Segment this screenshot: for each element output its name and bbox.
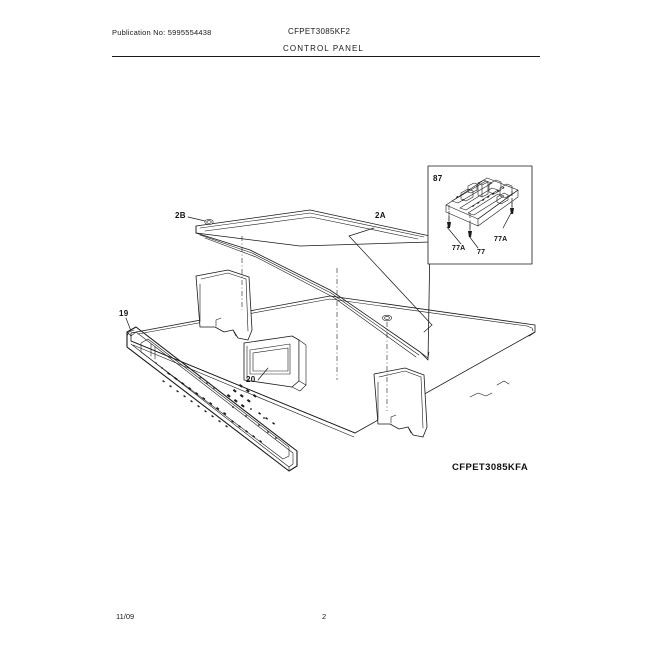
publication-number: Publication No: 5995554438 xyxy=(112,28,211,37)
publication-label: Publication No: xyxy=(112,28,166,37)
footer-page-number: 2 xyxy=(322,612,327,621)
drawing-model-tag: CFPET3085KFA xyxy=(452,462,529,473)
leader-lines xyxy=(125,216,433,411)
callout-2a: 2A xyxy=(375,211,386,220)
left-side-bracket xyxy=(195,269,253,341)
page-title: CONTROL PANEL xyxy=(283,44,364,53)
page-header: Publication No: 5995554438 CFPET3085KF2 … xyxy=(0,0,650,62)
header-model-number: CFPET3085KF2 xyxy=(288,27,351,36)
callout-20: 20 xyxy=(246,375,256,384)
callout-2b: 2B xyxy=(175,211,186,220)
inset-detail-box xyxy=(427,165,533,265)
display-module xyxy=(243,335,307,392)
control-panel-face xyxy=(126,326,298,472)
inset-callout-77a-left: 77A xyxy=(452,245,466,252)
inset-callout-77: 77 xyxy=(477,249,486,256)
header-divider xyxy=(112,56,540,57)
footer-date: 11/09 xyxy=(116,612,135,621)
inset-callout-77a-right: 77A xyxy=(494,236,508,243)
inset-control-board xyxy=(445,177,519,249)
right-side-bracket xyxy=(373,367,428,438)
callout-19: 19 xyxy=(119,309,129,318)
inset-callout-87: 87 xyxy=(433,174,443,183)
inset-mounting-screws xyxy=(447,197,514,237)
publication-value: 5995554438 xyxy=(167,28,212,37)
keypad-graphics xyxy=(155,362,277,443)
chassis-top-deck xyxy=(130,295,536,438)
